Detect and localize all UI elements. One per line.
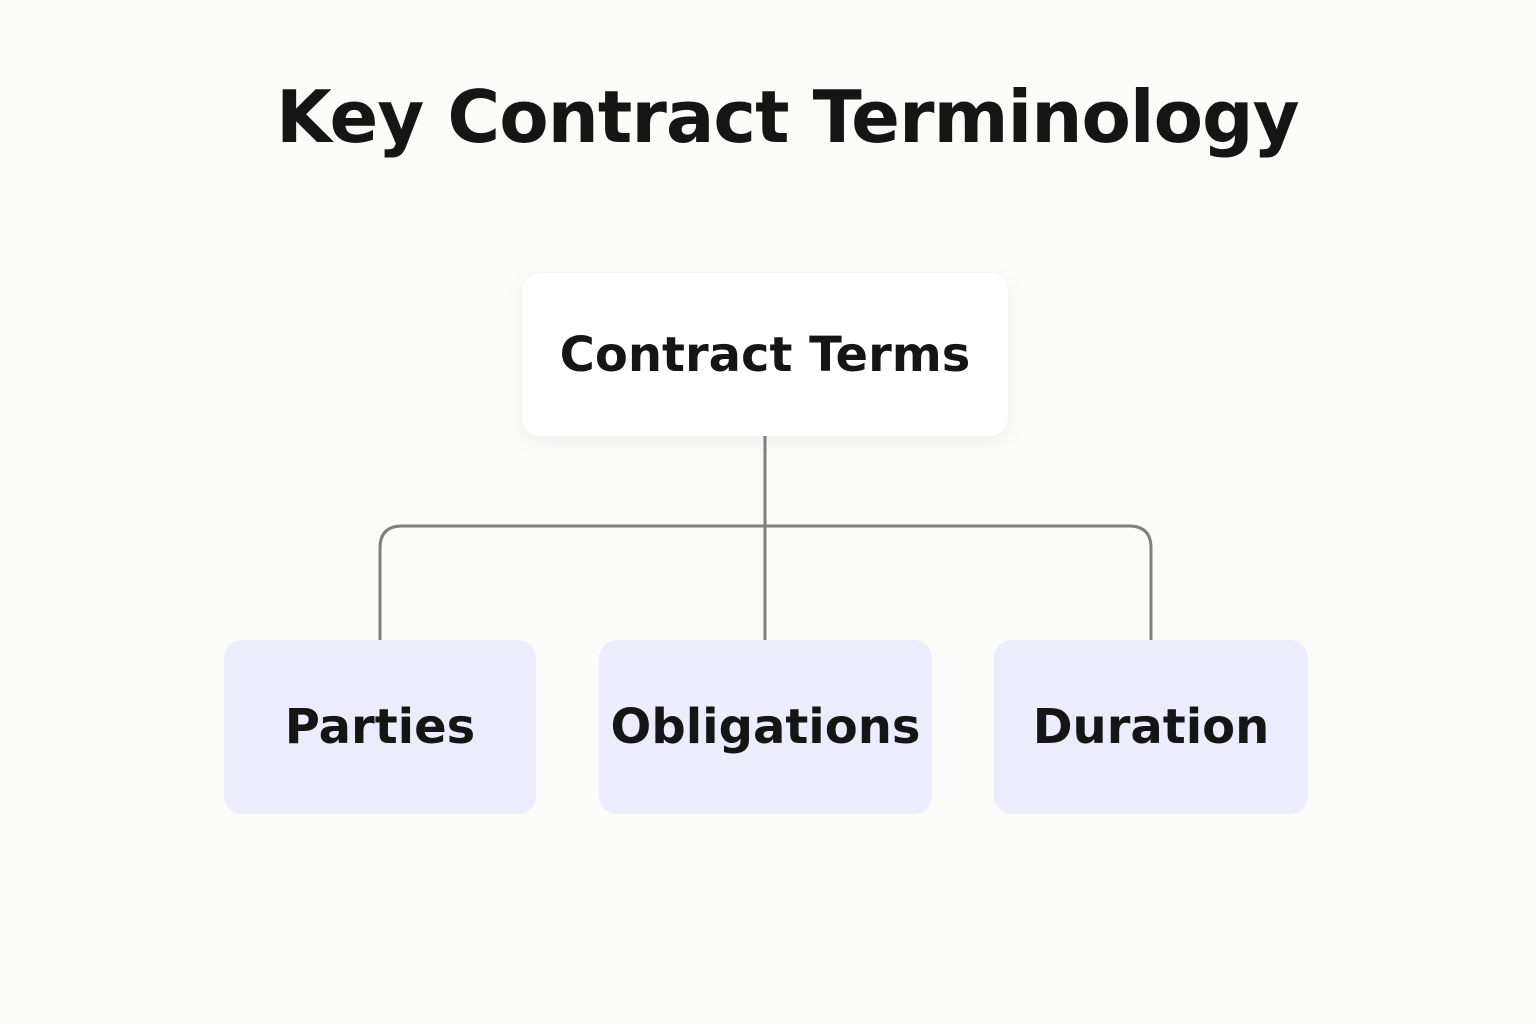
connector-to-duration xyxy=(765,524,1153,640)
diagram-title: Key Contract Terminology xyxy=(276,75,1300,159)
child-node-parties: Parties xyxy=(224,640,536,814)
child-node-label: Duration xyxy=(1032,699,1270,755)
child-node-duration: Duration xyxy=(994,640,1308,814)
root-node-label: Contract Terms xyxy=(559,326,971,383)
child-node-label: Obligations xyxy=(610,699,921,755)
root-node-contract-terms: Contract Terms xyxy=(522,273,1008,436)
connector-to-parties xyxy=(378,524,765,640)
child-node-obligations: Obligations xyxy=(599,640,932,814)
child-node-label: Parties xyxy=(284,699,476,755)
